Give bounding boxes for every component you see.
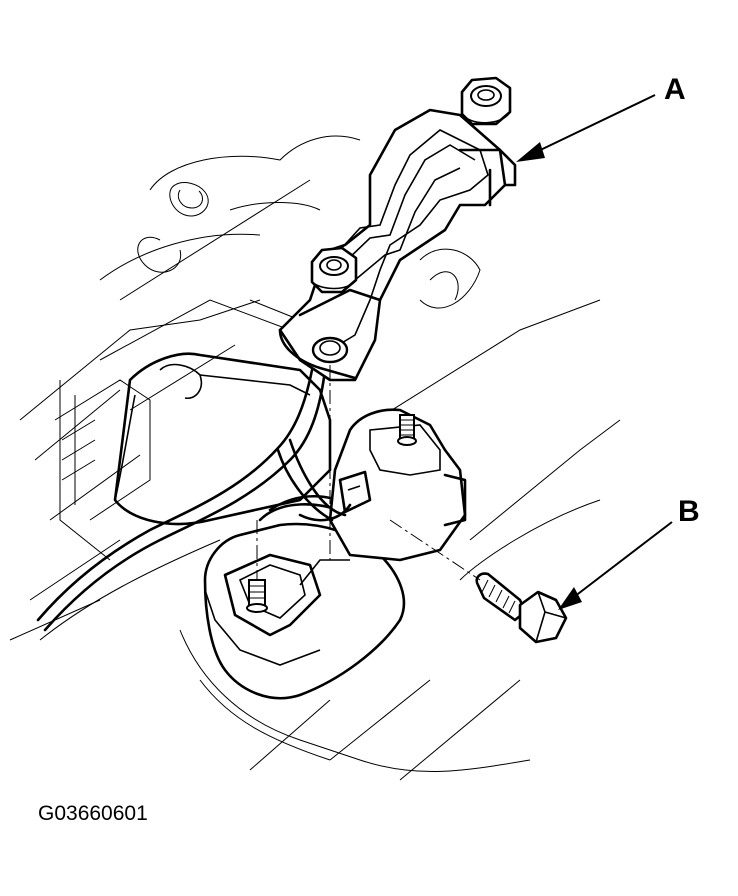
background-engine-outline — [9, 135, 621, 781]
upper-mount-bracket — [298, 408, 467, 562]
bracket-a — [278, 108, 517, 382]
lower-stud-icon — [246, 579, 268, 613]
figure-id: G03660601 — [38, 802, 148, 825]
upper-stud-icon — [397, 414, 417, 446]
bracket-bolt-hole-icon — [311, 336, 349, 364]
alignment-lines — [256, 365, 481, 581]
callout-b: B — [558, 495, 700, 610]
bracket-nut-icon — [310, 246, 358, 294]
callout-b-label: B — [678, 495, 700, 528]
callout-a-label: A — [664, 73, 686, 106]
top-nut-icon — [460, 76, 512, 126]
callout-b-arrowhead-icon — [558, 587, 582, 610]
callout-a-arrowhead-icon — [516, 142, 545, 162]
callout-a: A — [516, 73, 686, 162]
bolt-b-icon — [475, 572, 568, 644]
wire-harness — [36, 368, 347, 632]
